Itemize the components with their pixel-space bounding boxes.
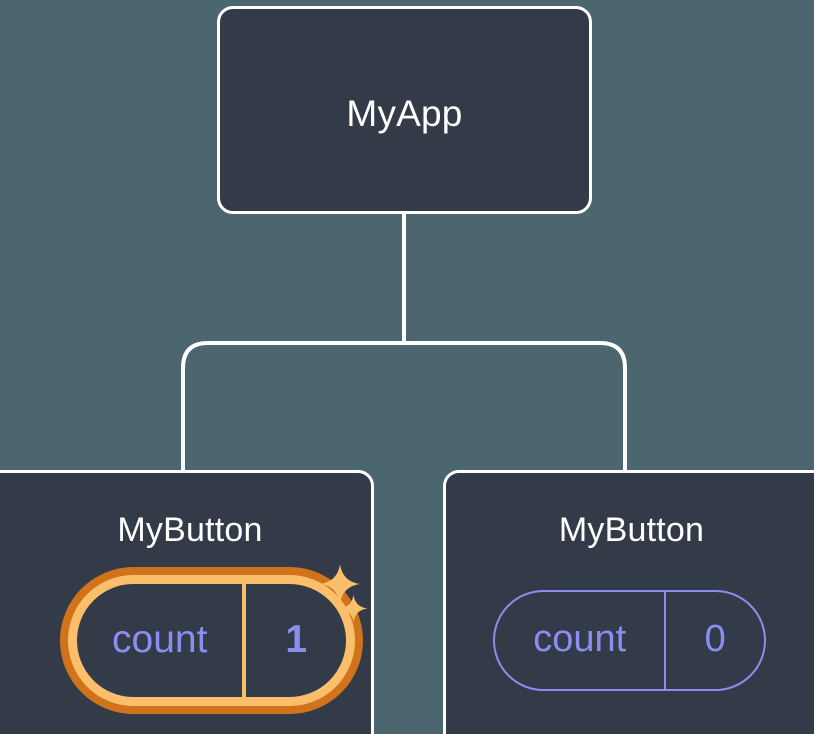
node-myapp[interactable]: MyApp	[217, 6, 592, 214]
state-pill-left[interactable]: count 1	[68, 575, 355, 706]
state-key-right: count	[533, 618, 627, 660]
sparkle-small-icon	[339, 594, 368, 623]
state-value-right: 0	[664, 592, 764, 689]
state-key-left: count	[112, 617, 208, 661]
node-mybutton-right-label: MyButton	[558, 511, 705, 549]
state-value-left: 1	[242, 584, 346, 697]
connector-branch-bus	[181, 341, 627, 472]
node-myapp-label: MyApp	[346, 93, 463, 134]
node-mybutton-left-label: MyButton	[117, 511, 263, 549]
sparkle-large-icon	[320, 564, 360, 604]
state-pill-right[interactable]: count 0	[493, 590, 766, 691]
